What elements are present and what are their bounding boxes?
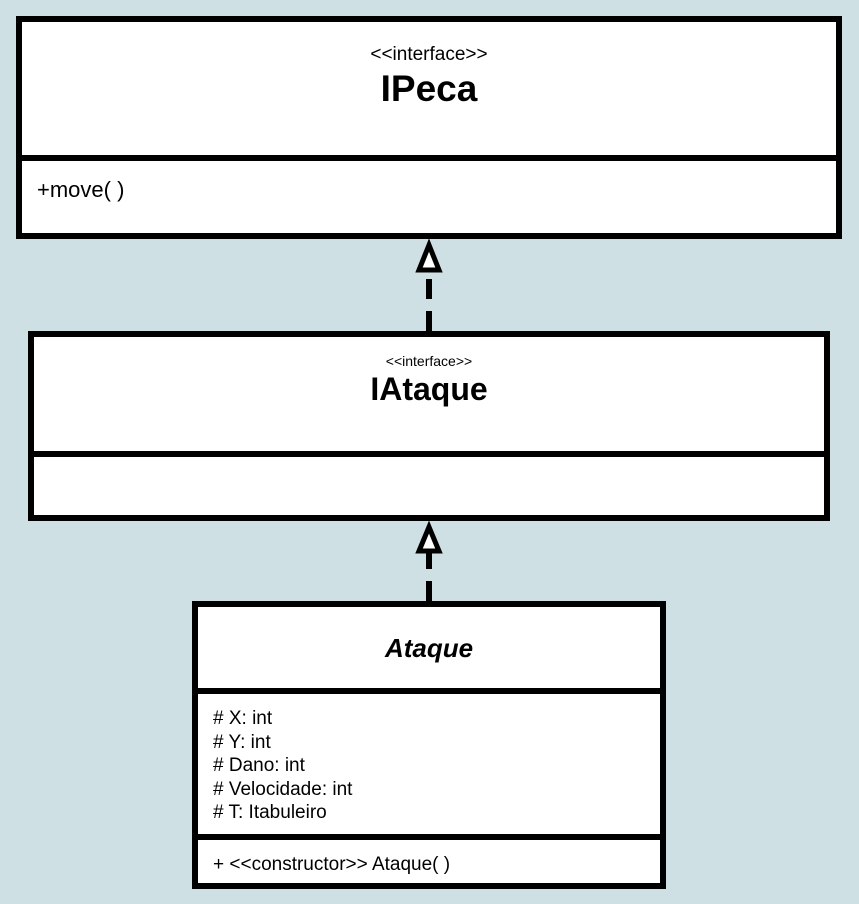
class-box-iataque[interactable]: <<interface>> IAtaque xyxy=(28,331,830,521)
attribute-t: # T: Itabuleiro xyxy=(213,802,327,824)
operation-constructor-ataque: + <<constructor>> Ataque( ) xyxy=(213,854,451,875)
attribute-y: # Y: int xyxy=(213,731,271,753)
stereotype-label-ipeca: <<interface>> xyxy=(370,44,488,65)
operation-move: +move( ) xyxy=(37,177,125,202)
stereotype-label-iataque: <<interface>> xyxy=(385,353,473,369)
realization-arrow-iataque-to-ipeca[interactable] xyxy=(415,238,443,331)
hollow-arrowhead-icon xyxy=(415,520,443,554)
operations-compartment-ipeca: +move( ) xyxy=(22,155,836,233)
class-name-ipeca: IPeca xyxy=(380,68,478,109)
class-name-ataque: Ataque xyxy=(384,632,474,663)
operations-compartment-ataque: + <<constructor>> Ataque( ) xyxy=(198,834,660,883)
attribute-dano: # Dano: int xyxy=(213,755,305,777)
class-name-iataque: IAtaque xyxy=(370,371,488,407)
hollow-arrowhead-icon xyxy=(415,238,443,273)
class-box-ataque[interactable]: Ataque # X: int # Y: int # Dano: int # V… xyxy=(192,601,666,889)
realization-arrow-ataque-to-iataque[interactable] xyxy=(415,520,443,601)
attributes-compartment-ataque: # X: int # Y: int # Dano: int # Velocida… xyxy=(198,688,660,834)
operations-compartment-iataque xyxy=(34,451,824,515)
class-box-ipeca[interactable]: <<interface>> IPeca +move( ) xyxy=(16,16,842,239)
attribute-x: # X: int xyxy=(213,708,273,729)
attribute-velocidade: # Velocidade: int xyxy=(213,778,353,800)
class-header-ipeca: <<interface>> IPeca xyxy=(22,22,836,155)
class-header-ataque: Ataque xyxy=(198,607,660,688)
class-header-iataque: <<interface>> IAtaque xyxy=(34,337,824,451)
